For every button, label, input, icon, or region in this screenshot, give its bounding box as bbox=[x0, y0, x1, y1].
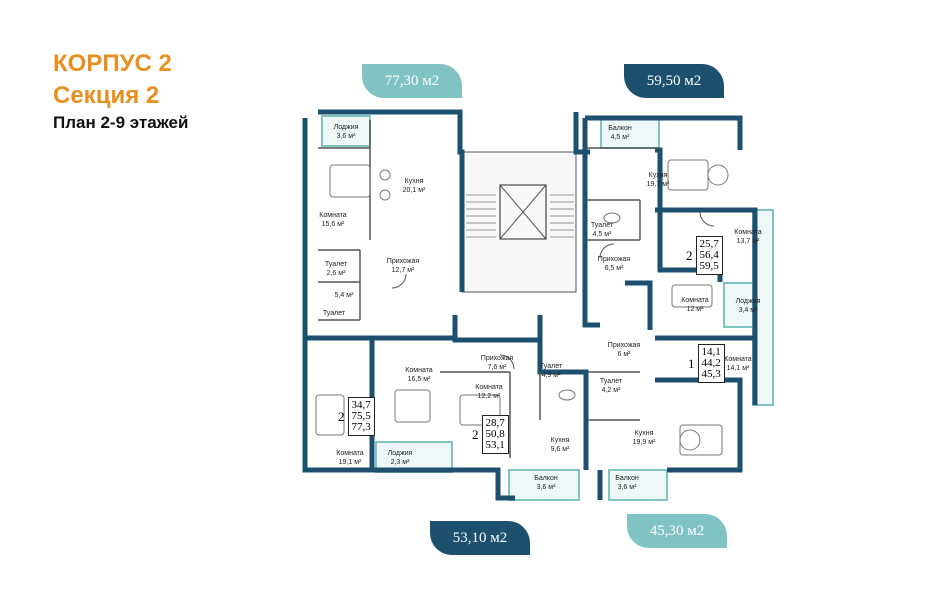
building-title: КОРПУС 2 bbox=[53, 50, 172, 77]
room-count: 2 bbox=[472, 426, 479, 442]
loggia-area bbox=[321, 115, 371, 147]
stair-core bbox=[461, 151, 577, 293]
balcony-area bbox=[608, 469, 668, 501]
apartment-area-tab-53[interactable]: 53,10 м2 bbox=[430, 521, 530, 555]
apartment-area-tab-77[interactable]: 77,30 м2 bbox=[362, 64, 462, 98]
room-count: 2 bbox=[338, 408, 345, 424]
loggia-area bbox=[375, 441, 453, 473]
doors bbox=[391, 211, 715, 370]
room-label: 5,4 м² bbox=[334, 292, 354, 299]
room-count: 1 bbox=[688, 355, 695, 371]
tab-label: 77,30 м2 bbox=[384, 72, 440, 89]
tab-label: 45,30 м2 bbox=[649, 522, 705, 539]
tab-label: 53,10 м2 bbox=[452, 529, 508, 546]
section-title: Секция 2 bbox=[53, 82, 160, 109]
plan-title: План 2-9 этажей bbox=[53, 113, 189, 132]
balcony-area bbox=[508, 469, 580, 501]
room-label: Туалет bbox=[322, 310, 346, 317]
apartment-area-tab-59[interactable]: 59,50 м2 bbox=[624, 64, 724, 98]
apartment-area-tab-45[interactable]: 45,30 м2 bbox=[627, 514, 727, 548]
furniture bbox=[315, 159, 729, 456]
tab-label: 59,50 м2 bbox=[646, 72, 702, 89]
room-count: 2 bbox=[686, 247, 693, 263]
